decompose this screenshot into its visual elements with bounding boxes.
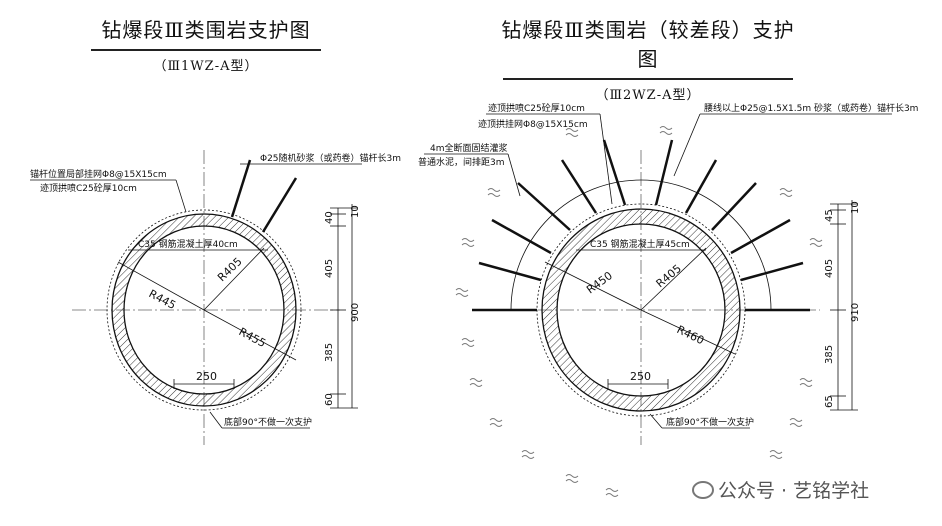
right-dim-250: 250 [630, 370, 651, 383]
watermark: 公众号 · 艺铭学社 [692, 476, 869, 503]
right-bolt-label: 腰线以上Φ25@1.5X1.5m 砂浆（或药卷）锚杆长3m [704, 102, 918, 114]
left-bottom-note: 底部90°不做一次支护 [224, 416, 312, 428]
left-radius-excav-line [203, 309, 297, 361]
right-dim-910: 910 [850, 303, 861, 322]
right-radius-outer-line [544, 261, 642, 311]
right-dim-45: 45 [824, 209, 835, 222]
left-dim-900: 900 [350, 303, 361, 322]
right-drawing: R450 R405 R460 C35 钢筋混凝土厚45cm 250 底部90°不… [418, 102, 918, 445]
left-dim-10: 10 [350, 205, 361, 218]
left-lining-label: C35 钢筋混凝土厚40cm [138, 238, 238, 250]
left-drawing: R445 R405 R455 C35 钢筋混凝土厚40cm 250 底部90°不… [30, 150, 401, 445]
left-dim-405: 405 [324, 259, 335, 278]
watermark-text: 公众号 · 艺铭学社 [718, 480, 870, 502]
right-rock-symbols [455, 126, 823, 497]
right-lining-ring [541, 208, 741, 412]
left-title: 钻爆段Ⅲ类围岩支护图 [101, 18, 311, 42]
right-r-inner: R405 [654, 262, 684, 290]
left-title-underline [91, 49, 321, 51]
right-bottom-note: 底部90°不做一次支护 [666, 416, 754, 428]
left-bolt [230, 159, 252, 218]
right-lining-label: C35 钢筋混凝土厚45cm [590, 238, 690, 250]
right-subtitle: （Ⅲ2WZ-A型） [595, 88, 701, 103]
left-radius-inner-line [203, 247, 265, 311]
right-shotcrete-label: 迹顶拱喷C25砼厚10cm [488, 102, 585, 114]
left-subtitle: （Ⅲ1WZ-A型） [153, 59, 259, 74]
left-dim-385: 385 [324, 343, 335, 362]
left-dim-250: 250 [196, 370, 217, 383]
left-radius-outer-line [117, 261, 205, 311]
right-title-block: 钻爆段Ⅲ类围岩（较差段）支护图 （Ⅲ2WZ-A型） [498, 14, 798, 103]
right-radius-excav-line [640, 309, 736, 355]
left-bolt [261, 177, 298, 233]
left-dim-60: 60 [324, 393, 335, 406]
left-r-inner: R405 [215, 255, 245, 284]
right-net-label: 迹顶拱挂网Φ8@15X15cm [478, 118, 588, 130]
right-r-excav: R460 [675, 323, 706, 347]
right-dim-405: 405 [824, 259, 835, 278]
right-grout-label-2: 普通水泥，间排距3m [418, 156, 505, 168]
left-r-excav: R455 [237, 325, 268, 350]
left-excavation-line [106, 209, 302, 411]
right-r-outer: R450 [584, 269, 615, 296]
right-dim-65: 65 [824, 395, 835, 408]
right-grout-arc [510, 179, 772, 311]
right-grout-label-1: 4m全断面固结灌浆 [430, 142, 508, 154]
left-dim-40: 40 [324, 211, 335, 224]
right-title: 钻爆段Ⅲ类围岩（较差段）支护图 [501, 18, 795, 71]
left-bolt-label: Φ25随机砂浆（或药卷）锚杆长3m [260, 152, 401, 164]
left-shotcrete-label: 迹顶拱喷C25砼厚10cm [40, 182, 137, 194]
left-title-block: 钻爆段Ⅲ类围岩支护图 （Ⅲ1WZ-A型） [86, 14, 326, 74]
right-dim-10: 10 [850, 201, 861, 214]
right-dim-385: 385 [824, 345, 835, 364]
left-r-outer: R445 [147, 287, 178, 312]
left-grout-net-label: 锚杆位置局部挂网Φ8@15X15cm [30, 168, 167, 180]
right-title-underline [503, 78, 793, 80]
wechat-icon [692, 481, 714, 499]
right-bolt-group [472, 139, 810, 312]
right-radius-inner-line [640, 247, 707, 311]
left-lining-ring [111, 213, 297, 407]
